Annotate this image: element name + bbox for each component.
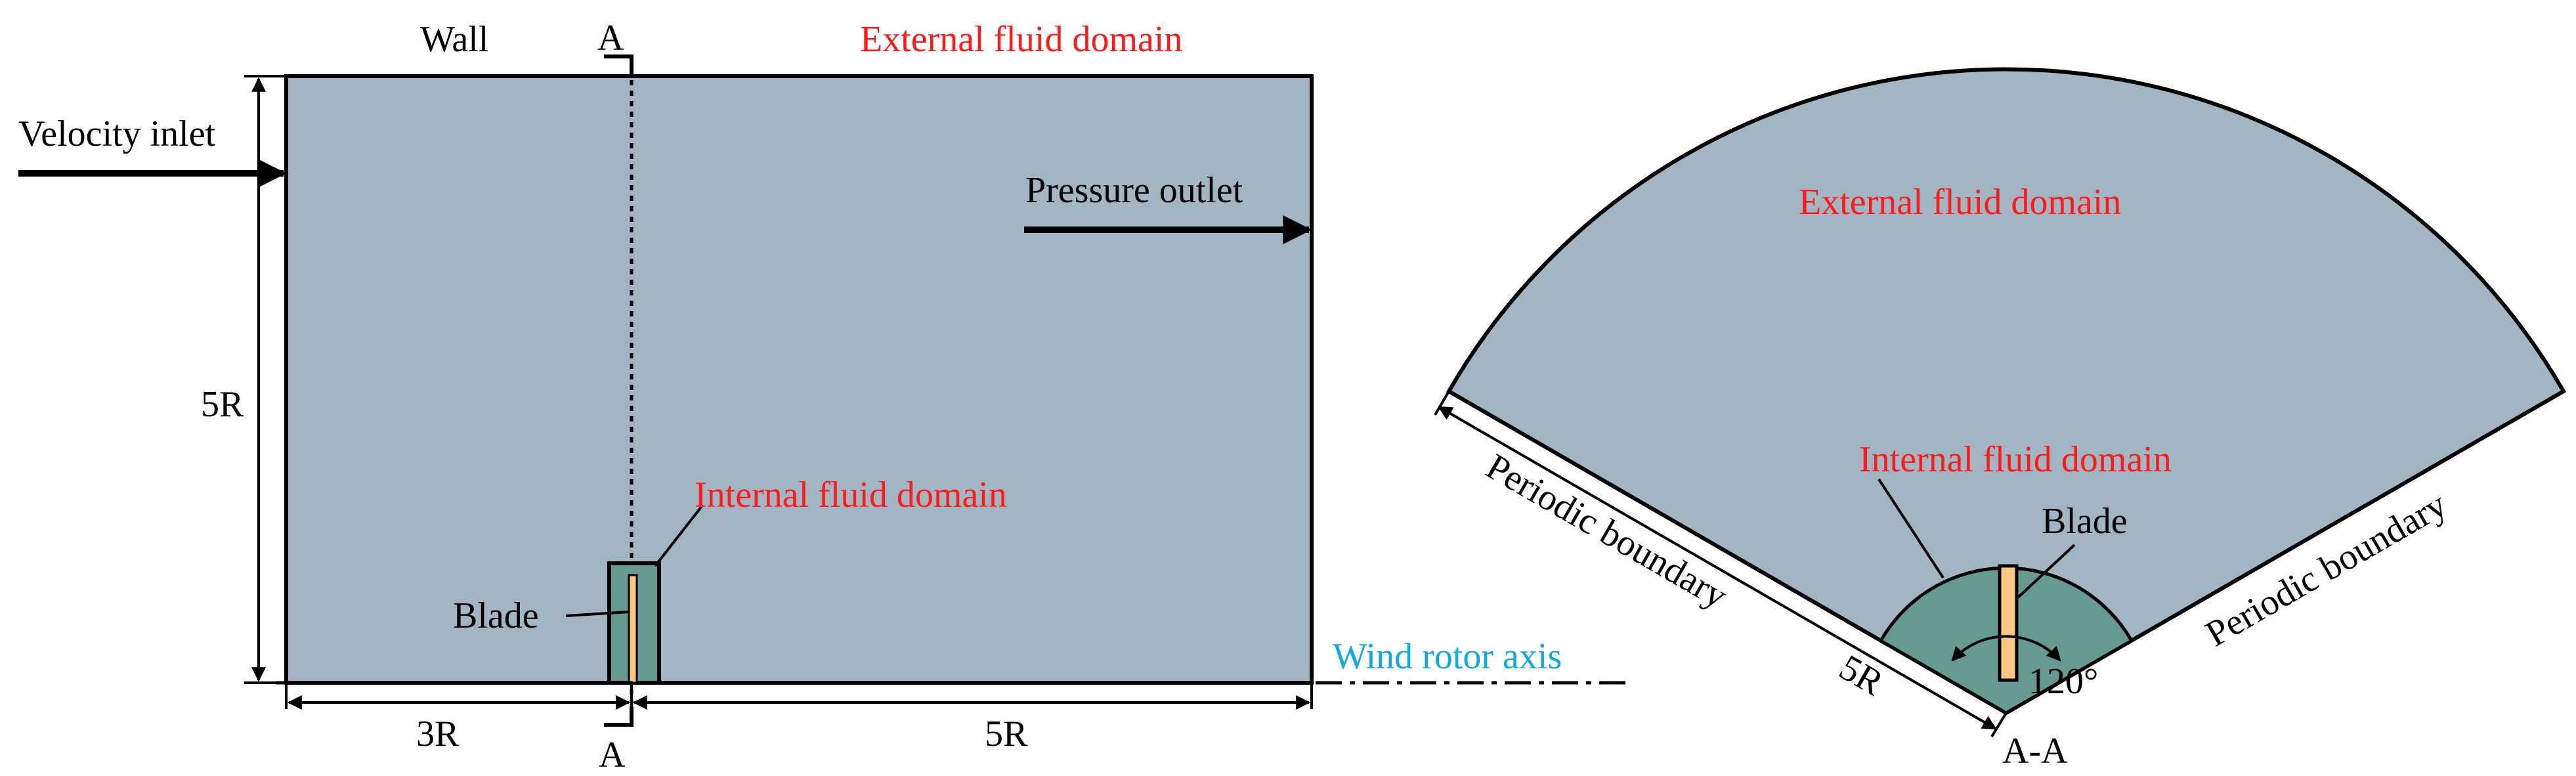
blade-label-side: Blade bbox=[453, 595, 539, 636]
wall-label: Wall bbox=[420, 19, 488, 60]
velocity-inlet-label: Velocity inlet bbox=[18, 114, 216, 154]
radius-dim-ext-inner bbox=[1990, 712, 2007, 738]
section-label-top: A bbox=[597, 18, 624, 58]
blade-leader bbox=[565, 611, 630, 617]
section-label-bottom: A bbox=[599, 735, 626, 775]
blade-label-section: Blade bbox=[2042, 501, 2128, 542]
wind-rotor-axis-label: Wind rotor axis bbox=[1333, 636, 1562, 677]
section-mark-bottom bbox=[604, 706, 633, 727]
blade-rect-section bbox=[1998, 564, 2019, 682]
upstream-dim-label: 3R bbox=[416, 714, 460, 754]
internal-domain-leader-section bbox=[1878, 478, 1944, 579]
downstream-dim-label: 5R bbox=[985, 714, 1028, 754]
blade-leader-section bbox=[2015, 544, 2076, 600]
external-domain-label-section: External fluid domain bbox=[1799, 182, 2121, 223]
radius-dim-label: 5R bbox=[1833, 647, 1891, 704]
internal-domain-label-side: Internal fluid domain bbox=[695, 475, 1007, 515]
internal-domain-label-section: Internal fluid domain bbox=[1859, 439, 2172, 480]
section-name-label: A-A bbox=[2002, 731, 2068, 771]
section-view: External fluid domain Internal fluid dom… bbox=[1434, 67, 2567, 771]
section-mark-top bbox=[604, 54, 633, 77]
angle-label: 120° bbox=[2029, 661, 2098, 702]
side-view: Wall A A External fluid domain Velocity … bbox=[18, 18, 1628, 775]
height-dim-label: 5R bbox=[201, 384, 244, 425]
pressure-outlet-label: Pressure outlet bbox=[1025, 170, 1243, 211]
internal-domain-leader bbox=[654, 504, 704, 567]
radius-dim-ext-outer bbox=[1434, 390, 1450, 416]
external-domain-label-side: External fluid domain bbox=[860, 19, 1182, 60]
external-fluid-domain-rect bbox=[284, 74, 1314, 685]
blade-rect bbox=[628, 574, 638, 684]
radius-dim-line bbox=[1438, 406, 1997, 730]
